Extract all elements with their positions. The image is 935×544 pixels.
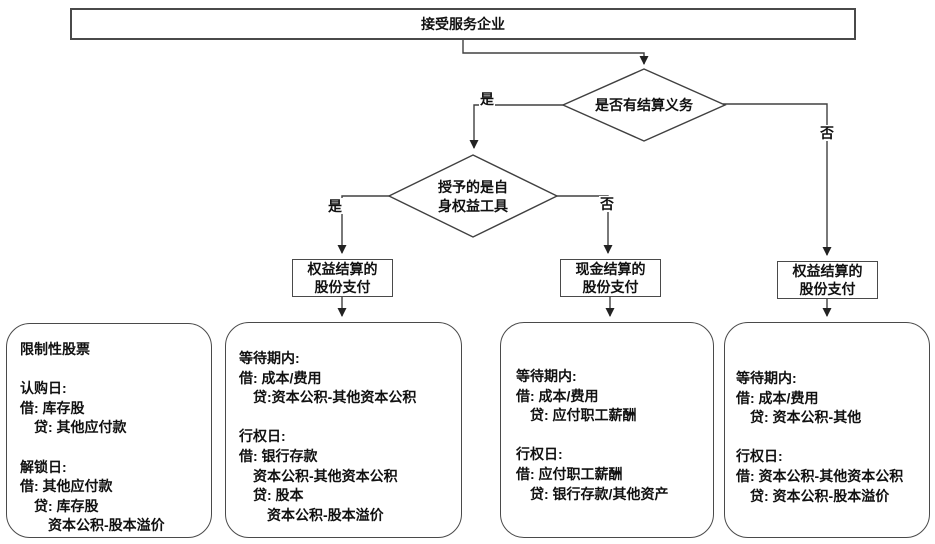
branch-label-d1-yes: 是 <box>479 91 495 107</box>
connector-decision2-yes <box>337 195 391 254</box>
branch-label-d1-no: 否 <box>819 125 835 141</box>
branch-label-d2-yes: 是 <box>327 198 343 214</box>
node-receiving-enterprise: 接受服务企业 <box>70 8 856 40</box>
panel-equity-no-obligation-entries: 等待期内: 借: 成本/费用 贷: 资本公积-其他 行权日: 借: 资本公积-其… <box>724 322 930 538</box>
decision-settlement-obligation-label: 是否有结算义务 <box>595 96 693 113</box>
connector-decision1-yes <box>469 104 565 149</box>
node-cash-settled: 现金结算的 股份支付 <box>560 259 661 297</box>
node-equity-settled-right: 权益结算的 股份支付 <box>777 261 878 299</box>
connector-top-to-decision1 <box>462 40 649 65</box>
panel-cash-settled-entries: 等待期内: 借: 成本/费用 贷: 应付职工薪酬 行权日: 借: 应付职工薪酬 … <box>500 322 714 538</box>
node-receiving-enterprise-label: 接受服务企业 <box>421 16 505 32</box>
connector-decision1-no <box>723 103 832 256</box>
decision-diamond-settlement-obligation <box>561 68 727 142</box>
decision-diamond-own-equity <box>387 154 559 238</box>
panel-equity-settled-entries: 等待期内: 借: 成本/费用 贷:资本公积-其他资本公积 行权日: 借: 银行存… <box>225 322 462 538</box>
node-equity-settled-left: 权益结算的 股份支付 <box>292 259 393 297</box>
panel-restricted-stock: 限制性股票 认购日: 借: 库存股 贷: 其他应付款 解锁日: 借: 其他应付款… <box>6 323 212 538</box>
branch-label-d2-no: 否 <box>599 196 615 212</box>
decision-own-equity-label: 授予的是自 身权益工具 <box>438 179 508 214</box>
